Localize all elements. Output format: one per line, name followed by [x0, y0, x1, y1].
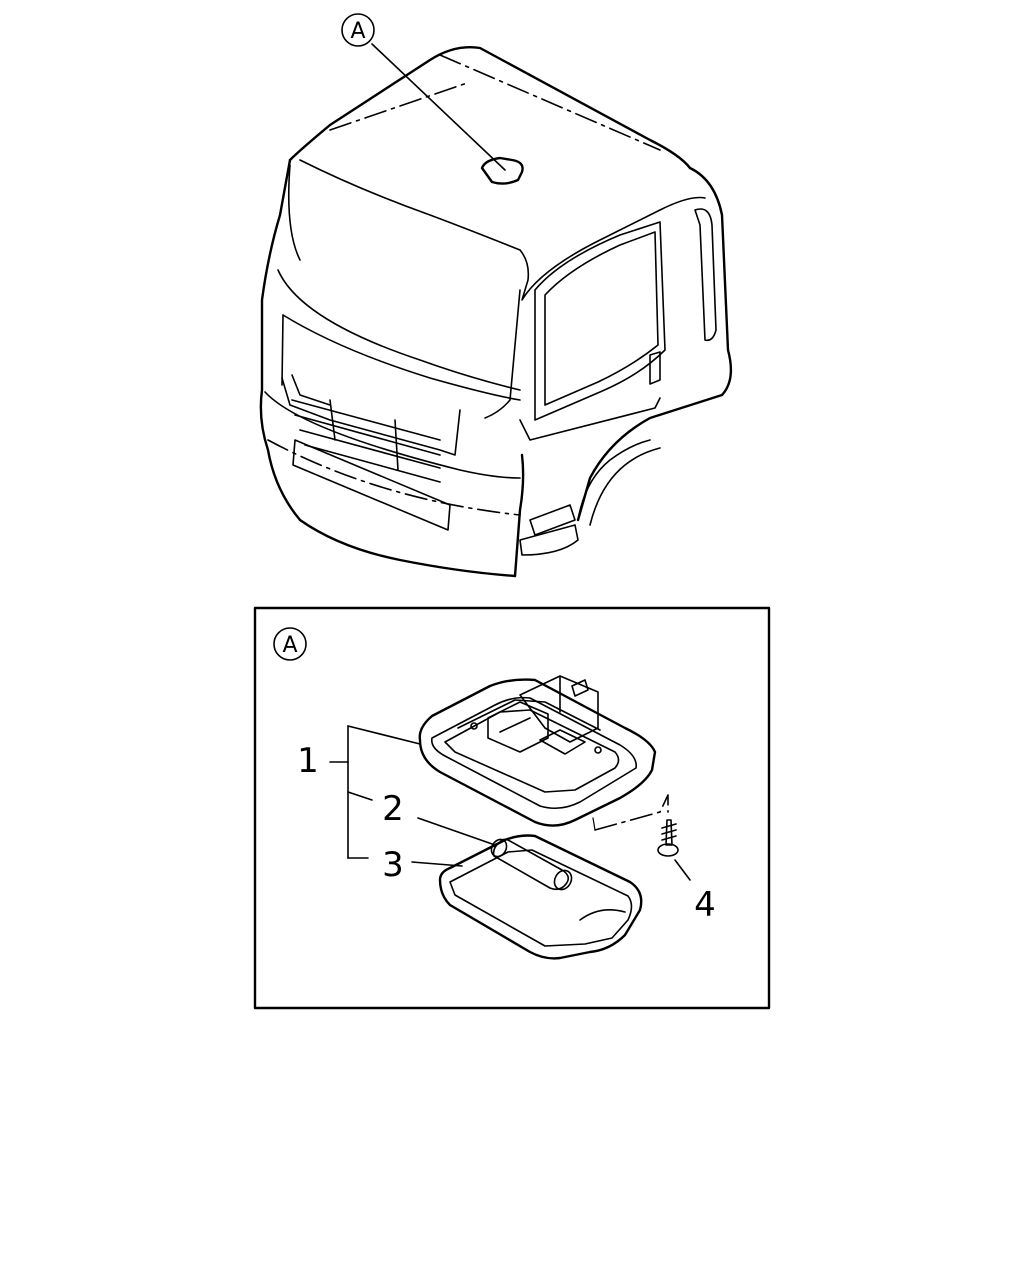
dome-lamp-location [480, 156, 524, 185]
detail-callout-label: A [282, 633, 297, 658]
screw-drawing [657, 819, 679, 857]
leader-lines [329, 725, 691, 881]
detail-callout: A [273, 627, 307, 661]
lens-cover-drawing [438, 834, 643, 960]
cab-callout: A [341, 13, 506, 171]
detail-frame [253, 606, 771, 1010]
part-label-3: 3 [382, 845, 404, 885]
part-label-2: 2 [382, 789, 404, 829]
part-label-4: 4 [694, 885, 716, 925]
part-label-1: 1 [297, 741, 319, 781]
lamp-housing-drawing [418, 675, 657, 827]
truck-cab-illustration [259, 46, 733, 578]
cab-callout-label: A [350, 19, 365, 44]
